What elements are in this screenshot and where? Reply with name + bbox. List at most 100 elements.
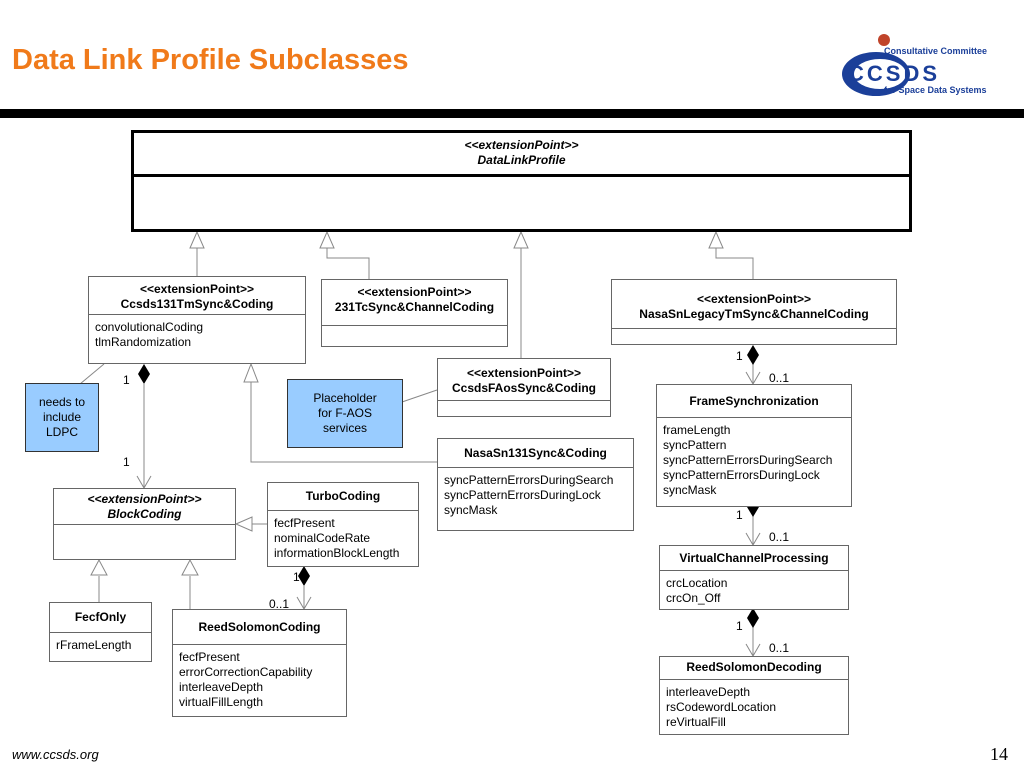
class-stereotype: <<extensionPoint>> (464, 138, 579, 152)
gen-arrow-rscod (181, 558, 199, 576)
class-stereotype: <<extensionPoint>> (696, 292, 812, 306)
note-faos-link (401, 389, 438, 403)
multiplicity-label: 1 (736, 508, 743, 522)
note-ldpc-link (79, 363, 105, 385)
class-attribute: fecfPresent (179, 650, 240, 664)
gen-arrow-tc231 (319, 230, 335, 249)
gen-nasaleg-dlp (715, 232, 754, 279)
class-name: VirtualChannelProcessing (679, 551, 829, 565)
gen-arrow-nasa131 (243, 362, 259, 383)
class-attribute: rFrameLength (56, 638, 132, 652)
turbocoding-class[interactable]: TurboCoding fecfPresent nominalCodeRate … (267, 482, 419, 567)
class-attribute: informationBlockLength (274, 546, 400, 560)
fecfonly-class[interactable]: FecfOnly rFrameLength (49, 602, 152, 662)
reedsolomoncoding-class[interactable]: ReedSolomonCoding fecfPresent errorCorre… (172, 609, 347, 717)
class-name: ReedSolomonDecoding (686, 660, 822, 674)
multiplicity-label: 1 (736, 349, 743, 363)
class-name: FrameSynchronization (689, 394, 819, 408)
footer-url[interactable]: www.ccsds.org (12, 747, 99, 762)
class-name: Ccsds131TmSync&Coding (120, 297, 274, 311)
tc231-class[interactable]: <<extensionPoint>> 231TcSync&ChannelCodi… (321, 279, 508, 347)
class-attribute: errorCorrectionCapability (179, 665, 313, 679)
framesynchronization-class[interactable]: FrameSynchronization frameLength syncPat… (656, 384, 852, 507)
note-ldpc[interactable]: needs to include LDPC (25, 383, 99, 452)
note-line: Placeholder (313, 391, 377, 405)
page-number: 14 (990, 744, 1008, 764)
note-line: services (322, 421, 367, 435)
class-attribute: syncMask (444, 503, 498, 517)
diamond-vcp (747, 608, 759, 628)
ccsds-logo: Consultative Committee CCSDS for Space D… (842, 34, 987, 96)
class-attribute: crcOn_Off (666, 591, 721, 605)
blockcoding-class[interactable]: <<extensionPoint>> BlockCoding (53, 488, 236, 560)
logo-line1: Consultative Committee (884, 46, 987, 56)
multiplicity-label: 1 (293, 570, 300, 584)
logo-wordmark: CCSDS (848, 61, 940, 86)
class-attribute: frameLength (663, 423, 731, 437)
virtualchannelprocessing-class[interactable]: VirtualChannelProcessing crcLocation crc… (659, 545, 849, 610)
diamond-nasaleg (747, 345, 759, 365)
class-name: ReedSolomonCoding (198, 620, 321, 634)
class-stereotype: <<extensionPoint>> (466, 366, 582, 380)
class-name: CcsdsFAosSync&Coding (451, 381, 597, 395)
class-attribute: syncPattern (663, 438, 727, 452)
ccsdsfaos-class[interactable]: <<extensionPoint>> CcsdsFAosSync&Coding (437, 358, 611, 417)
diamond-turbo (298, 566, 310, 586)
gen-arrow-turbo (234, 516, 253, 532)
class-name: TurboCoding (305, 489, 381, 503)
note-faos[interactable]: Placeholder for F-AOS services (287, 379, 403, 448)
class-attribute: interleaveDepth (666, 685, 751, 699)
class-attribute: rsCodewordLocation (666, 700, 777, 714)
datalinkprofile-class[interactable]: <<extensionPoint>> DataLinkProfile (131, 130, 912, 232)
class-name: 231TcSync&ChannelCoding (334, 300, 495, 314)
class-attribute: syncPatternErrorsDuringSearch (663, 453, 833, 467)
nasasnlegacy-class[interactable]: <<extensionPoint>> NasaSnLegacyTmSync&Ch… (611, 279, 897, 345)
diamond-c131 (138, 364, 150, 384)
gen-tc231-dlp (326, 232, 370, 279)
class-attribute: interleaveDepth (179, 680, 264, 694)
class-name: DataLinkProfile (477, 153, 566, 167)
class-attribute: nominalCodeRate (274, 531, 371, 545)
gen-arrow-nasaleg (708, 230, 724, 249)
ccsds131-class[interactable]: <<extensionPoint>> Ccsds131TmSync&Coding… (88, 276, 306, 364)
class-attribute: reVirtualFill (666, 715, 726, 729)
class-attribute: convolutionalCoding (95, 320, 204, 334)
multiplicity-label: 1 (123, 373, 130, 387)
nasasn131-class[interactable]: NasaSn131Sync&Coding syncPatternErrorsDu… (437, 438, 634, 531)
multiplicity-label: 0..1 (769, 641, 790, 655)
class-name: NasaSnLegacyTmSync&ChannelCoding (639, 307, 869, 321)
multiplicity-label: 0..1 (769, 371, 790, 385)
class-stereotype: <<extensionPoint>> (87, 492, 202, 506)
note-line: LDPC (45, 425, 78, 439)
class-attribute: crcLocation (666, 576, 728, 590)
gen-arrow-c131 (189, 230, 205, 249)
note-line: for F-AOS (317, 406, 372, 420)
class-attribute: fecfPresent (274, 516, 335, 530)
note-line: include (42, 410, 81, 424)
class-attribute: tlmRandomization (95, 335, 192, 349)
class-name: BlockCoding (107, 507, 182, 521)
header-divider (0, 109, 1024, 118)
class-attribute: syncPatternErrorsDuringSearch (444, 473, 614, 487)
page-title: Data Link Profile Subclasses (12, 44, 409, 76)
multiplicity-label: 1 (736, 619, 743, 633)
class-attribute: syncPatternErrorsDuringLock (444, 488, 601, 502)
class-name: NasaSn131Sync&Coding (464, 446, 607, 460)
class-name: FecfOnly (74, 610, 127, 624)
class-stereotype: <<extensionPoint>> (139, 282, 255, 296)
class-stereotype: <<extensionPoint>> (357, 285, 472, 299)
logo-orange-dot (878, 34, 890, 46)
note-line: needs to (38, 395, 86, 409)
multiplicity-label: 0..1 (269, 597, 290, 611)
class-attribute: syncPatternErrorsDuringLock (663, 468, 820, 482)
reedsolomondecoding-class[interactable]: ReedSolomonDecoding interleaveDepth rsCo… (659, 656, 849, 735)
multiplicity-label: 1 (123, 455, 130, 469)
gen-arrow-faos (513, 230, 529, 249)
class-attribute: syncMask (663, 483, 717, 497)
gen-nasa131-c131 (250, 364, 437, 463)
class-attribute: virtualFillLength (179, 695, 264, 709)
multiplicity-label: 0..1 (769, 530, 790, 544)
logo-line2: for Space Data Systems (884, 85, 987, 95)
gen-arrow-fecf (90, 558, 108, 576)
